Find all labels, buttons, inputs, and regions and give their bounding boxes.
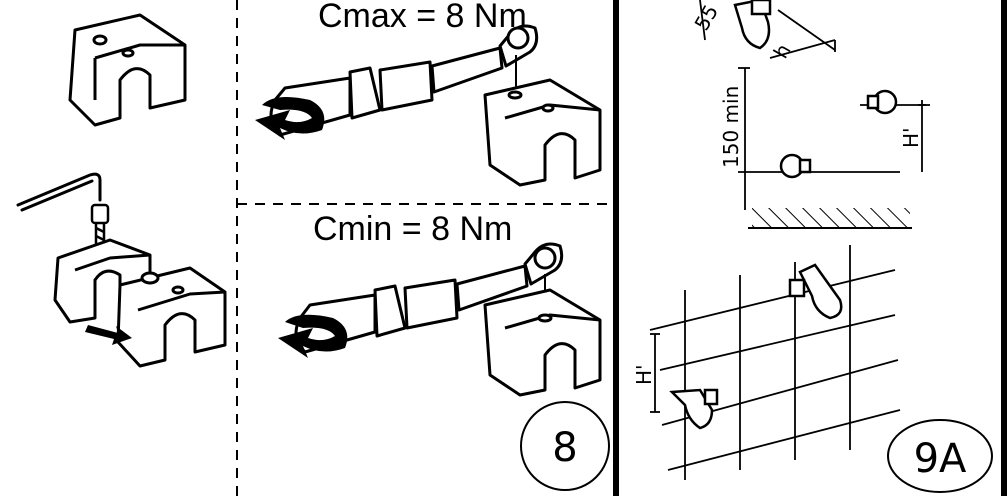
valve-top-icon (733, 0, 772, 50)
dim-h-prime-bottom-label: H' (632, 364, 656, 385)
bracket-under-wrench-icon (483, 288, 602, 397)
radiator-valve-icon (788, 263, 843, 320)
dim-150-min-label: 150 min (719, 86, 743, 168)
floor-hatch (748, 208, 912, 229)
rotation-arrow-icon (255, 96, 325, 140)
step-badge (887, 419, 993, 493)
rotation-arrow-icon (278, 314, 348, 358)
dim-h-label: h (769, 40, 796, 63)
step-number: 8 (552, 425, 577, 471)
dim-55-label: 55 (690, 0, 724, 34)
radiator-valve-icon (669, 388, 719, 430)
direction-arrow-icon (85, 325, 132, 345)
dimension-lines (650, 333, 660, 413)
pipe-connector-icon (779, 89, 898, 179)
torque-max-label: Cmax = 8 Nm (318, 0, 527, 35)
panel-dividers (236, 0, 1007, 496)
step-number: 9A (914, 436, 967, 482)
bracket-clamp-icon (68, 13, 187, 127)
bracket-under-wrench-icon (483, 78, 602, 187)
dim-h-prime-top-label: H' (899, 127, 923, 148)
step-badge (520, 401, 610, 491)
tile-wall-grid (649, 245, 901, 480)
hex-key-icon (16, 172, 102, 212)
bracket-assembly-icon (53, 238, 227, 368)
torque-min-label: Cmin = 8 Nm (313, 210, 512, 248)
